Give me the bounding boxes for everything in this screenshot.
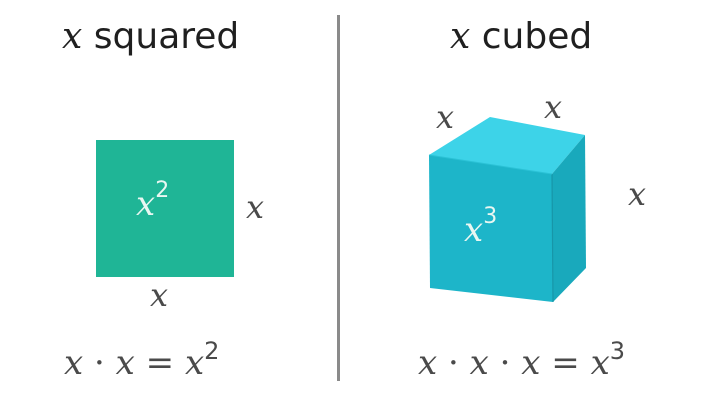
eq-exponent: 2 [204,337,220,365]
eq-term: x [418,343,438,383]
eq-term: x [521,343,541,383]
eq-term: x [64,343,84,383]
cube-right-face [552,135,586,302]
vertical-divider [337,15,340,381]
square-side-label-right: x [246,188,265,226]
eq-term: x [115,343,135,383]
volume-base: x [464,210,484,250]
title-text: squared [93,16,240,57]
cube-top-face [429,117,585,174]
eq-equals: = [551,343,580,383]
title-variable: x [62,16,83,57]
cube-edge-label-left: x [436,98,455,136]
title-x-cubed: x cubed [450,16,592,57]
eq-operator: · [499,343,511,383]
volume-exponent: 3 [483,204,498,229]
cube-volume-label: x3 [464,204,497,250]
equation-squared: x · x = x2 [64,337,219,383]
square-shape [96,140,234,277]
square-area-label: x2 [136,178,169,224]
equation-cubed: x · x · x = x3 [418,337,625,383]
eq-term: x [590,343,610,383]
title-text: cubed [481,16,593,57]
cube-front-face [429,155,553,302]
title-x-squared: x squared [62,16,239,57]
eq-exponent: 3 [609,337,626,365]
eq-operator: · [94,343,105,383]
eq-term: x [469,343,489,383]
eq-term: x [184,343,205,383]
square-side-label-bottom: x [150,276,169,314]
area-exponent: 2 [155,178,170,203]
eq-equals: = [145,343,175,383]
cube-edge-label-top: x [544,88,563,126]
title-variable: x [450,16,471,57]
area-base: x [136,184,156,224]
eq-operator: · [448,343,459,383]
cube-edge-label-right: x [628,175,647,213]
